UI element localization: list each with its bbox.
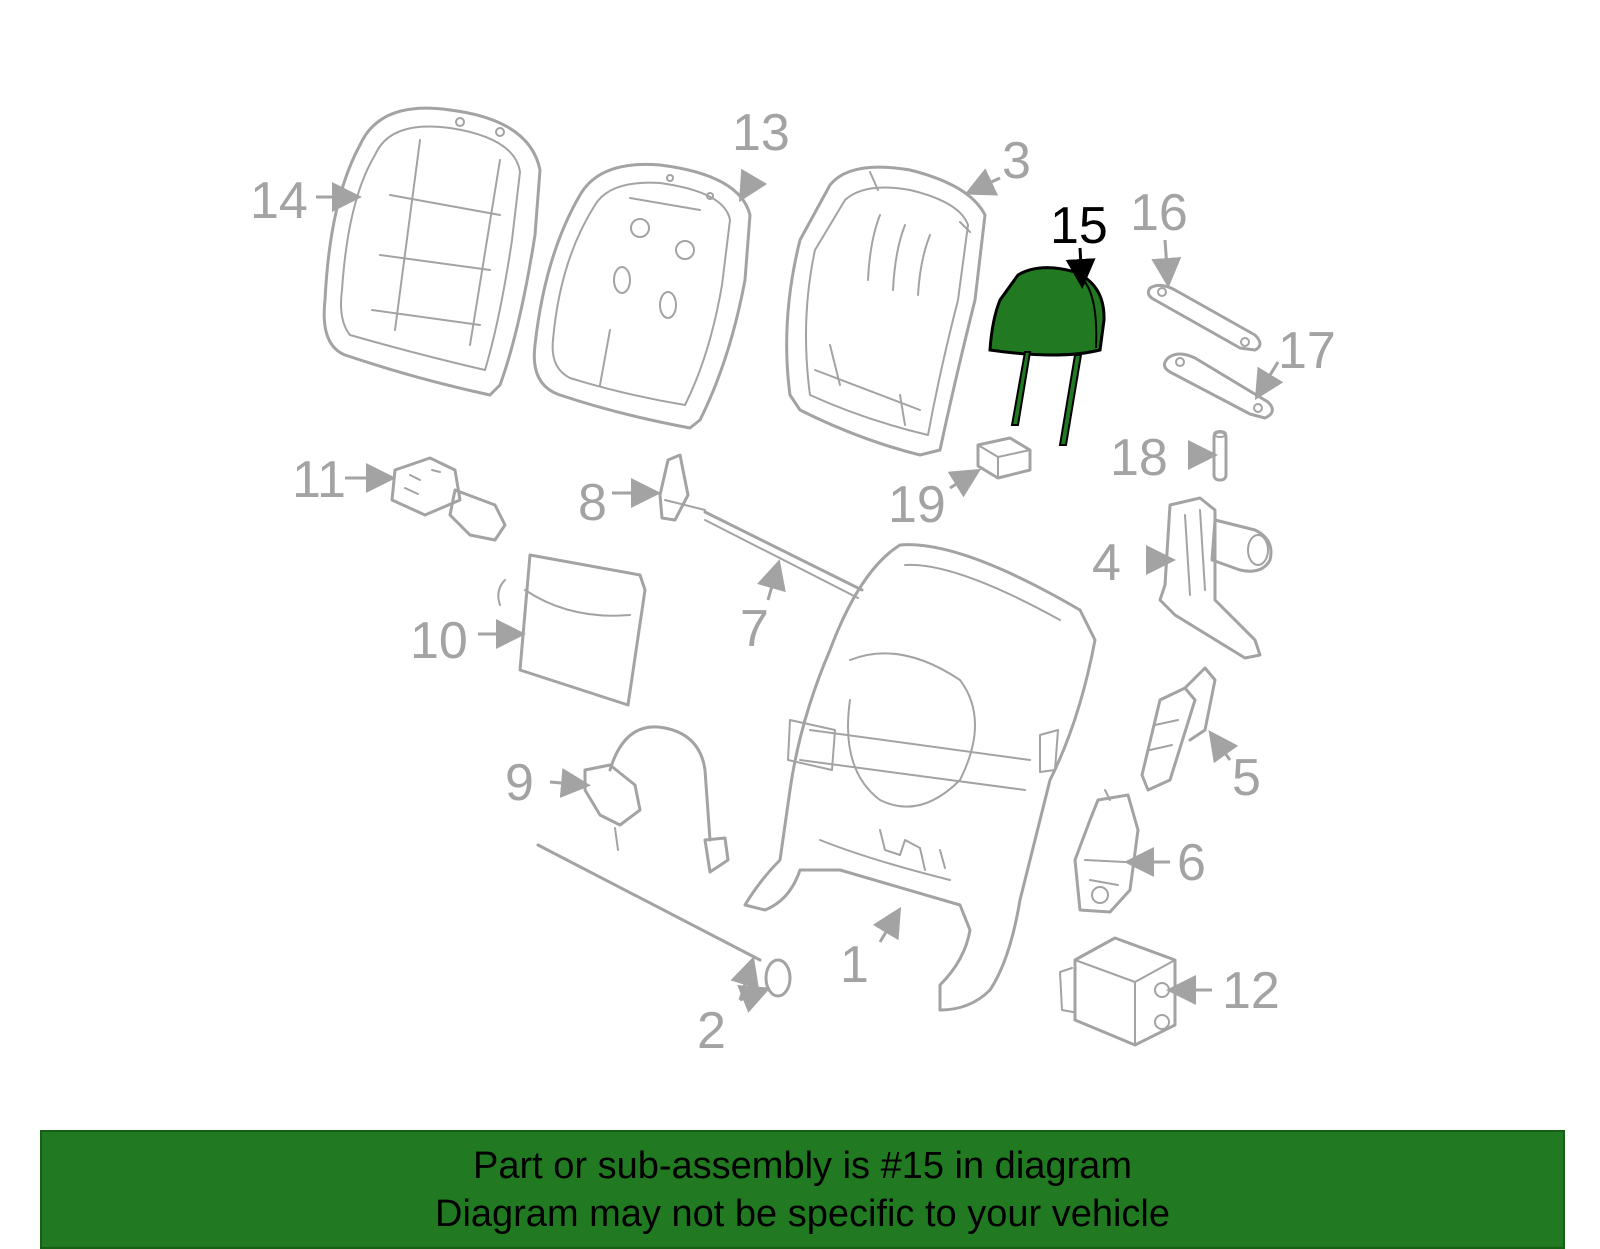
part-3-seat-back-panel[interactable] bbox=[785, 165, 987, 457]
callout-8[interactable]: 8 bbox=[578, 474, 607, 532]
callout-5[interactable]: 5 bbox=[1232, 749, 1261, 807]
part-16-bracket[interactable] bbox=[1146, 283, 1262, 352]
callout-9[interactable]: 9 bbox=[505, 754, 534, 812]
part-14-seat-back-cover[interactable] bbox=[322, 106, 542, 397]
callout-3[interactable]: 3 bbox=[1002, 132, 1031, 190]
part-7-rod[interactable] bbox=[703, 510, 864, 599]
callout-17[interactable]: 17 bbox=[1278, 322, 1336, 380]
callout-4[interactable]: 4 bbox=[1092, 534, 1121, 592]
callout-19[interactable]: 19 bbox=[888, 476, 946, 534]
part-15-headrest[interactable] bbox=[988, 266, 1106, 446]
footer-banner: Part or sub-assembly is #15 in diagram D… bbox=[40, 1130, 1565, 1249]
callout-15[interactable]: 15 bbox=[1050, 197, 1108, 255]
part-17-bracket[interactable] bbox=[1163, 352, 1274, 420]
callout-6[interactable]: 6 bbox=[1177, 834, 1206, 892]
part-9-cable[interactable] bbox=[583, 725, 730, 874]
part-10-pocket[interactable] bbox=[497, 553, 647, 707]
callout-1[interactable]: 1 bbox=[840, 936, 869, 994]
footer-line-1: Part or sub-assembly is #15 in diagram bbox=[473, 1145, 1132, 1187]
callout-7[interactable]: 7 bbox=[740, 600, 769, 658]
footer-line-2: Diagram may not be specific to your vehi… bbox=[435, 1193, 1170, 1235]
callout-numbers: 14 13 3 15 16 17 18 19 11 8 7 10 4 5 9 6… bbox=[250, 104, 1336, 1060]
callout-11[interactable]: 11 bbox=[292, 451, 346, 509]
callout-2[interactable]: 2 bbox=[697, 1002, 726, 1060]
part-2-rod-and-clip[interactable] bbox=[536, 843, 792, 998]
part-1-seat-back-frame[interactable] bbox=[743, 543, 1097, 1012]
part-19-block[interactable] bbox=[976, 436, 1032, 480]
callout-16[interactable]: 16 bbox=[1130, 184, 1188, 242]
part-18-pin[interactable] bbox=[1212, 430, 1228, 482]
callout-14[interactable]: 14 bbox=[250, 172, 308, 230]
part-8-lever[interactable] bbox=[658, 453, 706, 522]
callout-18[interactable]: 18 bbox=[1110, 429, 1168, 487]
part-12-module[interactable] bbox=[1059, 936, 1177, 1047]
callout-13[interactable]: 13 bbox=[732, 104, 790, 162]
callout-12[interactable]: 12 bbox=[1222, 962, 1280, 1020]
part-6-gear-motor[interactable] bbox=[1073, 789, 1140, 914]
part-11-switch[interactable] bbox=[390, 456, 507, 542]
callout-10[interactable]: 10 bbox=[410, 612, 468, 670]
leader-lines bbox=[316, 168, 1284, 1013]
part-5-motor[interactable] bbox=[1140, 666, 1217, 792]
part-13-seat-back-pad[interactable] bbox=[532, 162, 752, 430]
part-4-motor-bracket[interactable] bbox=[1158, 496, 1273, 660]
